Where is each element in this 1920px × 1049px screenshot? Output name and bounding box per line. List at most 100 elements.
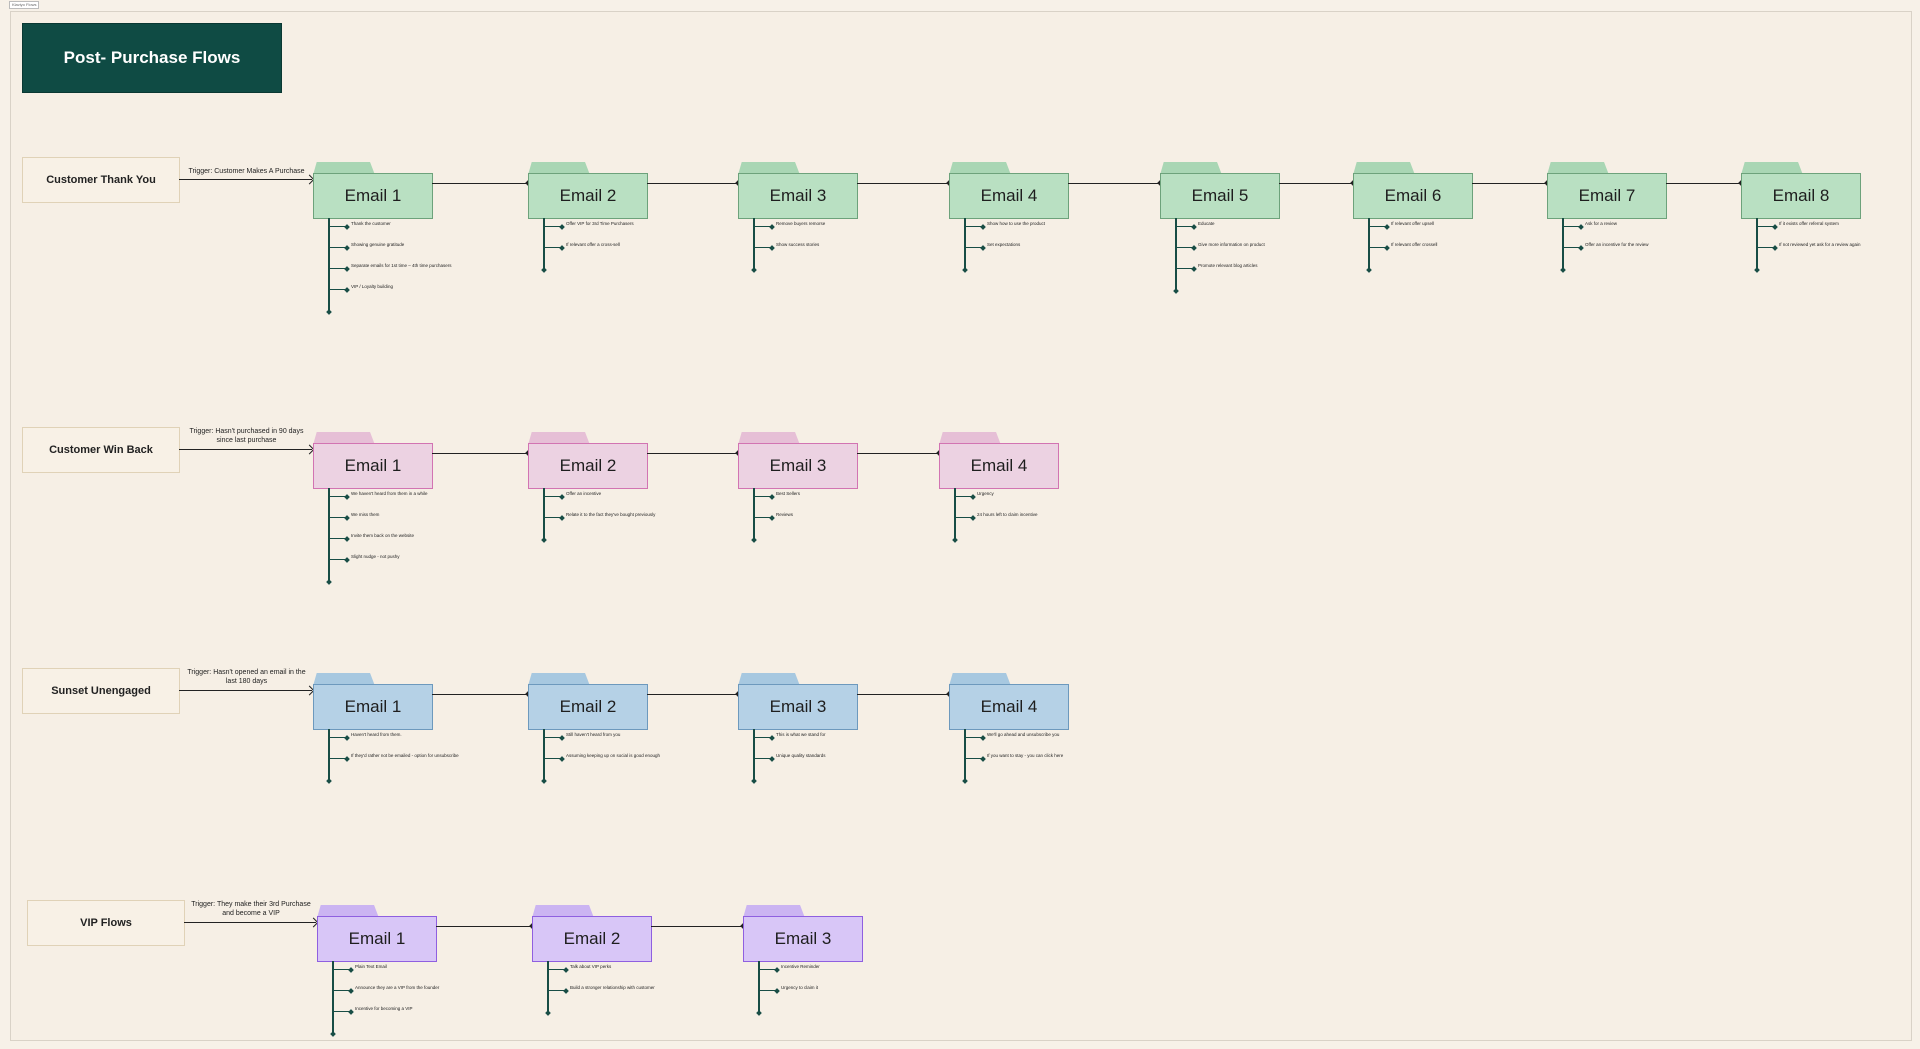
page-title: Post- Purchase Flows bbox=[22, 23, 282, 93]
email-folder[interactable]: Email 3 bbox=[738, 162, 858, 219]
bullet-text: Educate bbox=[1198, 221, 1215, 226]
bullet-branch bbox=[954, 496, 972, 497]
flow-connector bbox=[1279, 183, 1353, 184]
bullet-text: Announce they are a VIP from the founder bbox=[355, 985, 440, 990]
folder-tab bbox=[949, 673, 1011, 686]
bullet-text: Promote relevant blog articles bbox=[1198, 263, 1258, 268]
email-folder[interactable]: Email 3 bbox=[738, 432, 858, 489]
bullet-branch bbox=[328, 496, 346, 497]
email-name: Email 1 bbox=[313, 684, 433, 730]
bullet-stem bbox=[1368, 218, 1370, 270]
bullet-branch bbox=[1756, 226, 1774, 227]
bullet-branch bbox=[753, 226, 771, 227]
flow-connector bbox=[651, 926, 743, 927]
bullet-stem bbox=[753, 218, 755, 270]
bullet-branch bbox=[1368, 247, 1386, 248]
email-folder[interactable]: Email 3 bbox=[743, 905, 863, 962]
bullet-branch bbox=[328, 226, 346, 227]
flow-connector bbox=[647, 183, 738, 184]
bullet-text: Haven't heard from them. bbox=[351, 732, 402, 737]
email-folder[interactable]: Email 2 bbox=[528, 162, 648, 219]
bullet-branch bbox=[758, 969, 776, 970]
bullet-text: Remove buyers remorse bbox=[776, 221, 826, 226]
folder-tab bbox=[317, 905, 379, 918]
bullet-branch bbox=[964, 737, 982, 738]
flow-connector bbox=[1472, 183, 1547, 184]
folder-tab bbox=[738, 673, 800, 686]
bullet-branch bbox=[543, 226, 561, 227]
bullet-text: If relevant offer a cross-sell bbox=[566, 242, 620, 247]
trigger-arrow bbox=[184, 922, 316, 923]
bullet-stem bbox=[328, 729, 330, 781]
email-folder[interactable]: Email 6 bbox=[1353, 162, 1473, 219]
flow-connector bbox=[857, 453, 939, 454]
flow-label[interactable]: VIP Flows bbox=[27, 900, 185, 946]
bullet-branch bbox=[753, 517, 771, 518]
email-name: Email 4 bbox=[939, 443, 1059, 489]
bullet-text: Slight nudge - not pushy bbox=[351, 554, 400, 559]
email-folder[interactable]: Email 4 bbox=[949, 673, 1069, 730]
bullet-text: Give more information on product bbox=[1198, 242, 1265, 247]
bullet-text: Invite them back on the website bbox=[351, 533, 415, 538]
email-folder[interactable]: Email 7 bbox=[1547, 162, 1667, 219]
bullet-branch bbox=[1756, 247, 1774, 248]
email-name: Email 8 bbox=[1741, 173, 1861, 219]
bullet-text: Urgency to claim it bbox=[781, 985, 819, 990]
bullet-text: If relevant offer upsell bbox=[1391, 221, 1434, 226]
email-folder[interactable]: Email 2 bbox=[528, 673, 648, 730]
email-name: Email 3 bbox=[738, 684, 858, 730]
bullet-branch bbox=[332, 969, 350, 970]
bullet-text: Separate emails for 1st time – 4th time … bbox=[351, 263, 452, 268]
email-folder[interactable]: Email 3 bbox=[738, 673, 858, 730]
bullet-branch bbox=[753, 758, 771, 759]
email-name: Email 2 bbox=[532, 916, 652, 962]
email-name: Email 5 bbox=[1160, 173, 1280, 219]
bullet-text: Offer an incentive for the review bbox=[1585, 242, 1649, 247]
flow-connector bbox=[436, 926, 532, 927]
bullet-stem bbox=[753, 488, 755, 540]
folder-tab bbox=[939, 432, 1001, 445]
bullet-text: This is what we stand for bbox=[776, 732, 826, 737]
folder-tab bbox=[313, 673, 375, 686]
flow-label[interactable]: Sunset Unengaged bbox=[22, 668, 180, 714]
bullet-text: Reviews bbox=[776, 512, 794, 517]
bullet-text: Relate it to the fact they've bought pre… bbox=[566, 512, 656, 517]
email-name: Email 3 bbox=[738, 443, 858, 489]
bullet-stem bbox=[753, 729, 755, 781]
bullet-text: Ask for a review bbox=[1585, 221, 1618, 226]
email-folder[interactable]: Email 1 bbox=[313, 162, 433, 219]
frame-label[interactable]: Klaviyo Flows bbox=[9, 1, 40, 9]
email-folder[interactable]: Email 1 bbox=[313, 432, 433, 489]
email-folder[interactable]: Email 1 bbox=[317, 905, 437, 962]
bullet-stem bbox=[543, 729, 545, 781]
flow-label[interactable]: Customer Thank You bbox=[22, 157, 180, 203]
bullet-branch bbox=[1562, 247, 1580, 248]
folder-tab bbox=[1741, 162, 1803, 175]
trigger-arrow bbox=[179, 690, 312, 691]
email-folder[interactable]: Email 1 bbox=[313, 673, 433, 730]
email-name: Email 2 bbox=[528, 173, 648, 219]
bullet-stem bbox=[1756, 218, 1758, 270]
bullet-branch bbox=[964, 226, 982, 227]
flow-connector bbox=[857, 694, 949, 695]
flow-connector bbox=[432, 183, 528, 184]
email-folder[interactable]: Email 8 bbox=[1741, 162, 1861, 219]
folder-tab bbox=[1547, 162, 1609, 175]
bullet-stem bbox=[328, 488, 330, 582]
flow-label[interactable]: Customer Win Back bbox=[22, 427, 180, 473]
bullet-text: Still haven't heard from you bbox=[566, 732, 621, 737]
email-folder[interactable]: Email 4 bbox=[949, 162, 1069, 219]
bullet-text: Talk about VIP perks bbox=[570, 964, 612, 969]
email-folder[interactable]: Email 4 bbox=[939, 432, 1059, 489]
email-folder[interactable]: Email 2 bbox=[532, 905, 652, 962]
bullet-branch bbox=[1562, 226, 1580, 227]
email-name: Email 7 bbox=[1547, 173, 1667, 219]
bullet-branch bbox=[547, 990, 565, 991]
email-name: Email 1 bbox=[317, 916, 437, 962]
bullet-text: We haven't heard from them in a while bbox=[351, 491, 428, 496]
bullet-stem bbox=[332, 961, 334, 1034]
email-folder[interactable]: Email 2 bbox=[528, 432, 648, 489]
bullet-branch bbox=[547, 969, 565, 970]
email-folder[interactable]: Email 5 bbox=[1160, 162, 1280, 219]
email-name: Email 3 bbox=[743, 916, 863, 962]
